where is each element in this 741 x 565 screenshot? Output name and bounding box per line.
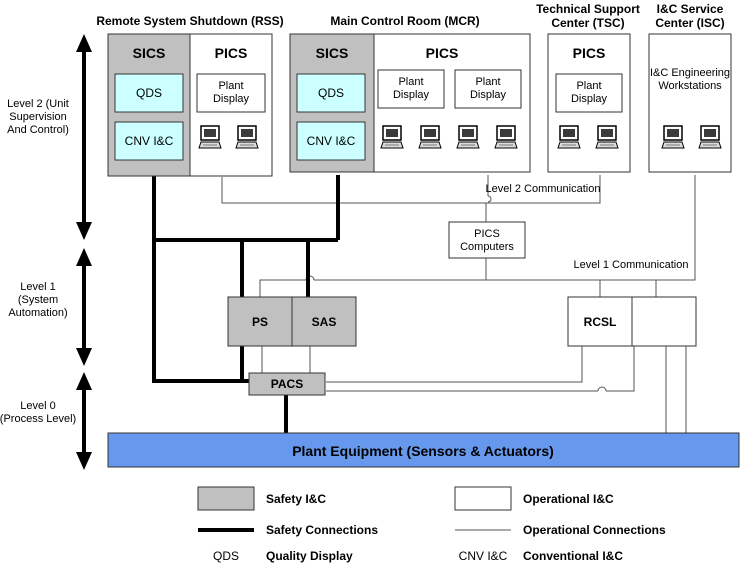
- svg-text:Supervision: Supervision: [9, 111, 66, 123]
- rss-cnv-box: [114, 121, 184, 161]
- rss-qds-box: [114, 73, 184, 113]
- svg-text:Operational I&C: Operational I&C: [523, 492, 614, 506]
- tsc-plant-display: [555, 73, 623, 113]
- mcr-cnv-box: [296, 121, 366, 161]
- svg-text:QDS: QDS: [136, 86, 162, 100]
- mcr-qds-box: [296, 73, 366, 113]
- tsc-header-line1: Technical Support: [536, 2, 640, 16]
- svg-text:Workstations: Workstations: [658, 80, 722, 92]
- mcr-plant-display-2: [454, 69, 522, 109]
- svg-text:SAS: SAS: [312, 315, 337, 329]
- svg-text:Display: Display: [470, 89, 507, 101]
- mcr-group: SICS PICS QDS CNV I&C Plant Display Plan…: [289, 33, 531, 173]
- level-0-label: Level 0 (Process Level): [0, 400, 76, 425]
- operational-box: [631, 296, 697, 347]
- svg-text:PS: PS: [252, 315, 268, 329]
- svg-text:Plant: Plant: [475, 76, 500, 88]
- svg-text:CNV I&C: CNV I&C: [459, 549, 508, 563]
- level-2-label: Level 2 (Unit Supervision And Control): [7, 98, 69, 136]
- svg-text:Conventional I&C: Conventional I&C: [523, 549, 623, 563]
- svg-text:Operational Connections: Operational Connections: [523, 523, 666, 537]
- svg-text:Level 2 (Unit: Level 2 (Unit: [7, 98, 69, 110]
- isc-group: I&C Engineering Workstations: [648, 33, 732, 173]
- svg-text:Display: Display: [571, 93, 608, 105]
- svg-text:SICS: SICS: [316, 45, 349, 61]
- rss-group: SICS PICS QDS CNV I&C Plant Display: [107, 33, 273, 177]
- svg-text:Level 0: Level 0: [20, 400, 55, 412]
- svg-text:Plant: Plant: [218, 80, 243, 92]
- pacs-box: [248, 372, 326, 396]
- svg-text:Plant: Plant: [398, 76, 423, 88]
- pics-computers-box: [448, 221, 526, 259]
- svg-text:RCSL: RCSL: [584, 315, 617, 329]
- svg-text:CNV I&C: CNV I&C: [125, 134, 174, 148]
- svg-text:Automation): Automation): [8, 307, 67, 319]
- svg-text:(Process Level): (Process Level): [0, 413, 76, 425]
- svg-text:PICS: PICS: [426, 45, 459, 61]
- svg-text:Level 1: Level 1: [20, 281, 55, 293]
- svg-text:Display: Display: [393, 89, 430, 101]
- svg-text:CNV I&C: CNV I&C: [307, 134, 356, 148]
- svg-text:Plant: Plant: [576, 80, 601, 92]
- sas-box: [291, 296, 357, 347]
- svg-text:PICS: PICS: [474, 228, 500, 240]
- level1-comm-label: Level 1 Communication: [574, 259, 689, 271]
- isc-panel: [648, 33, 732, 173]
- rss-plant-display: [196, 73, 266, 113]
- legend-operational-swatch: [454, 486, 512, 511]
- level2-comm-label: Level 2 Communication: [486, 183, 601, 195]
- ps-box: [227, 296, 293, 347]
- isc-header-line1: I&C Service: [657, 2, 724, 16]
- svg-text:PACS: PACS: [271, 377, 303, 391]
- svg-text:PICS: PICS: [215, 45, 248, 61]
- legend: Safety I&C Operational I&C Safety Connec…: [197, 486, 666, 563]
- svg-text:PICS: PICS: [573, 45, 606, 61]
- plant-equipment-label: Plant Equipment (Sensors & Actuators): [292, 443, 554, 459]
- mcr-header: Main Control Room (MCR): [330, 14, 479, 28]
- svg-text:Safety Connections: Safety Connections: [266, 523, 378, 537]
- isc-header-line2: Center (ISC): [655, 16, 724, 30]
- operational-connections: [221, 175, 696, 433]
- level-1-label: Level 1 (System Automation): [8, 281, 67, 319]
- rcsl-box: [567, 296, 633, 347]
- svg-text:Display: Display: [213, 93, 250, 105]
- level-arrows: [76, 34, 92, 470]
- svg-text:SICS: SICS: [133, 45, 166, 61]
- svg-text:QDS: QDS: [318, 86, 344, 100]
- svg-text:I&C Engineering: I&C Engineering: [650, 67, 730, 79]
- safety-connections: [152, 175, 340, 433]
- rss-header: Remote System Shutdown (RSS): [96, 14, 283, 28]
- svg-text:Safety I&C: Safety I&C: [266, 492, 326, 506]
- mcr-plant-display-1: [377, 69, 445, 109]
- tsc-header-line2: Center (TSC): [551, 16, 624, 30]
- svg-text:Quality Display: Quality Display: [266, 549, 353, 563]
- svg-text:QDS: QDS: [213, 549, 239, 563]
- tsc-group: PICS Plant Display: [547, 33, 631, 173]
- svg-text:(System: (System: [18, 294, 58, 306]
- plant-equipment-bar: [107, 432, 740, 468]
- svg-text:And Control): And Control): [7, 124, 69, 136]
- legend-safety-swatch: [197, 486, 255, 511]
- svg-text:Computers: Computers: [460, 241, 514, 253]
